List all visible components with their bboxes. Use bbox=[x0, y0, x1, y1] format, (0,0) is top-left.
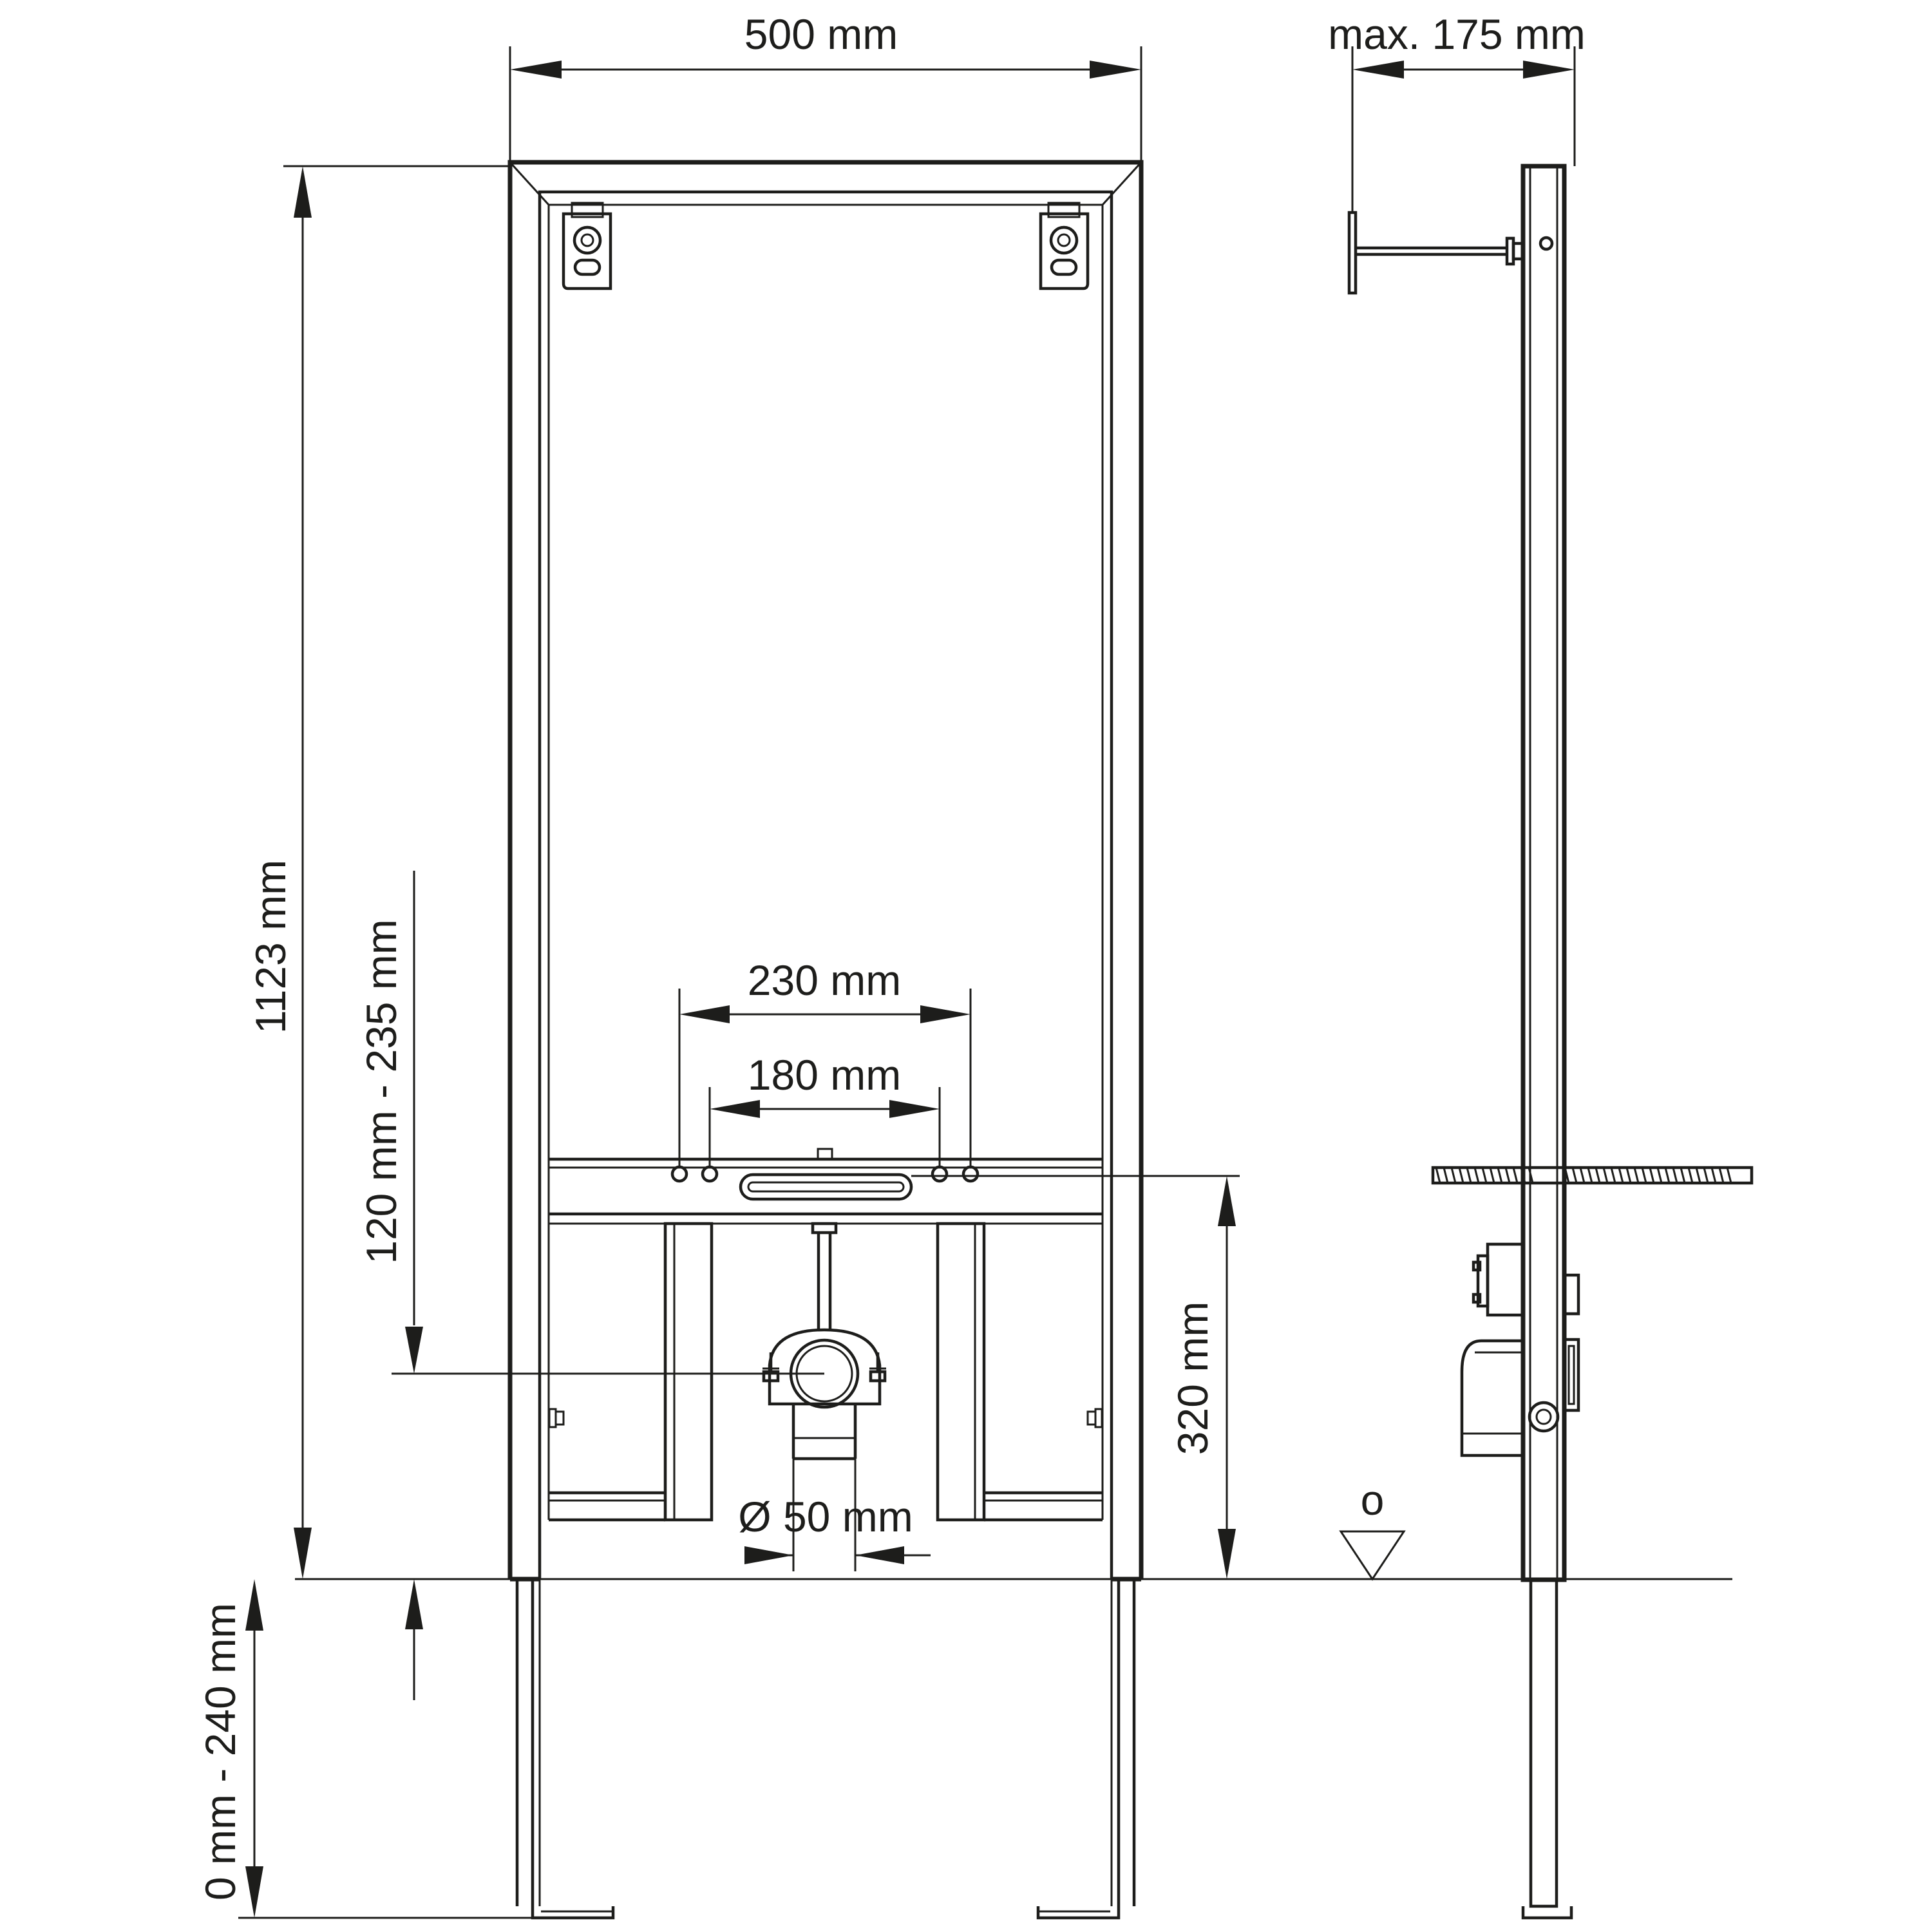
dim-width-total: 500 mm bbox=[744, 10, 898, 58]
extension-lines bbox=[238, 46, 1732, 1919]
wall-bracket-left bbox=[562, 202, 612, 290]
drain-pipe-assembly bbox=[762, 1222, 887, 1461]
dimension-labels: 500 mm max. 175 mm 230 mm 180 mm Ø 50 mm… bbox=[196, 10, 1586, 1900]
dim-drain-height-range: 120 mm - 235 mm bbox=[357, 919, 405, 1264]
dim-height-total: 1123 mm bbox=[247, 860, 294, 1034]
dim-depth-max: max. 175 mm bbox=[1328, 10, 1586, 58]
front-inner-supports bbox=[547, 1159, 1104, 1522]
mounting-hole bbox=[670, 1165, 688, 1183]
dim-pipe-diameter: Ø 50 mm bbox=[738, 1493, 913, 1540]
side-leg bbox=[1521, 1578, 1573, 1920]
crossbar-slot bbox=[739, 1173, 913, 1201]
wall-bracket-right bbox=[1039, 202, 1090, 290]
front-legs bbox=[515, 1579, 1136, 1920]
mounting-hole bbox=[931, 1165, 949, 1183]
dim-hole-spacing-outer: 230 mm bbox=[748, 956, 901, 1004]
front-crossbar bbox=[549, 1148, 1103, 1225]
front-frame-outline bbox=[507, 160, 1144, 1582]
mounting-hole bbox=[701, 1165, 719, 1183]
mounting-hole bbox=[961, 1165, 980, 1183]
frame-side-bolts bbox=[548, 1408, 1103, 1428]
threaded-rod bbox=[1431, 1166, 1754, 1185]
floor-level-symbol: o bbox=[1339, 1476, 1406, 1581]
dim-leg-extension: 0 mm - 240 mm bbox=[196, 1603, 244, 1900]
dim-crossbar-height: 320 mm bbox=[1169, 1302, 1217, 1455]
side-view bbox=[1347, 164, 1754, 1920]
floor-symbol-label: o bbox=[1361, 1476, 1385, 1524]
side-wall-anchor bbox=[1347, 211, 1525, 295]
dim-hole-spacing-inner: 180 mm bbox=[748, 1051, 901, 1099]
side-frame-post bbox=[1520, 164, 1567, 1582]
side-drain-assembly bbox=[1460, 1242, 1580, 1457]
dimension-arrows bbox=[245, 61, 1575, 1918]
front-view bbox=[507, 160, 1144, 1920]
